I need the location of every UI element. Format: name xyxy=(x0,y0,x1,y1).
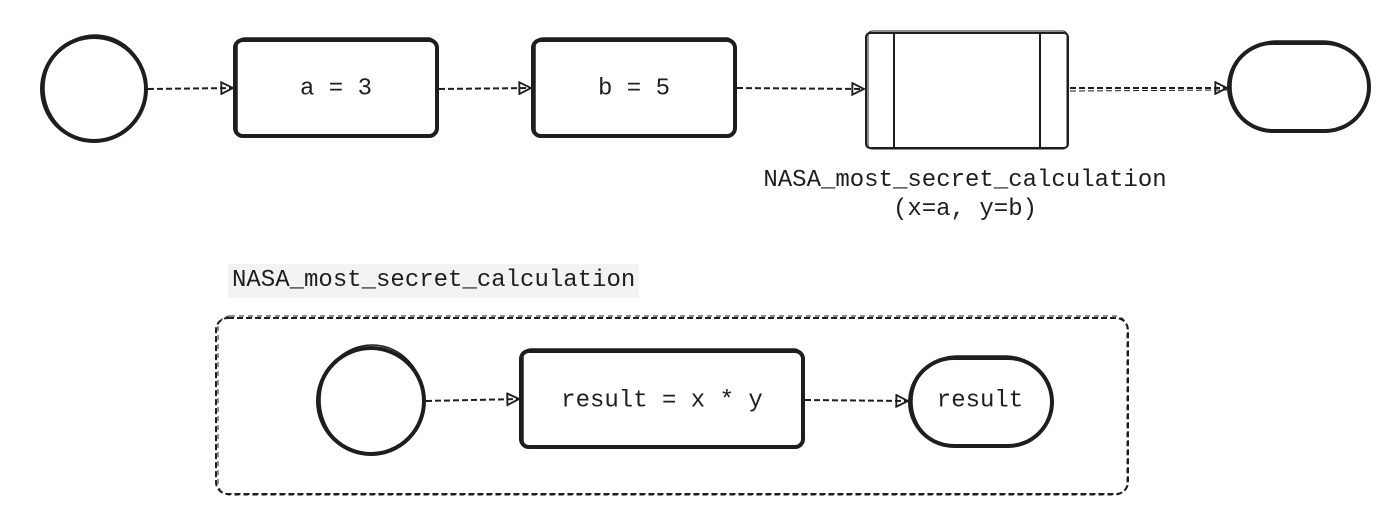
assign-a-node xyxy=(233,37,439,138)
start-node xyxy=(40,34,148,143)
assign-a-label: a = 3 xyxy=(299,75,373,103)
subroutine-call-name: NASA_most_secret_calculation xyxy=(763,167,1167,194)
subroutine-call-node xyxy=(865,30,1069,150)
assign-b-label: b = 5 xyxy=(597,75,671,103)
subroutine-title: NASA_most_secret_calculation xyxy=(228,264,640,298)
sub-start-node xyxy=(316,344,426,456)
subroutine-frame xyxy=(215,315,1129,496)
subroutine-call-caption: NASA_most_secret_calculation (x=a, y=b) xyxy=(763,166,1166,224)
assign-b-node xyxy=(531,37,737,138)
subroutine-arrows xyxy=(425,399,908,401)
sub-process-node xyxy=(519,348,805,449)
end-node xyxy=(1227,40,1371,133)
subroutine-call-args: (x=a, y=b) xyxy=(892,196,1038,223)
sub-end-node xyxy=(908,355,1054,448)
sub-end-label: result xyxy=(936,387,1024,415)
main-flow-arrows xyxy=(147,88,1227,91)
sub-process-label: result = x * y xyxy=(561,387,763,415)
